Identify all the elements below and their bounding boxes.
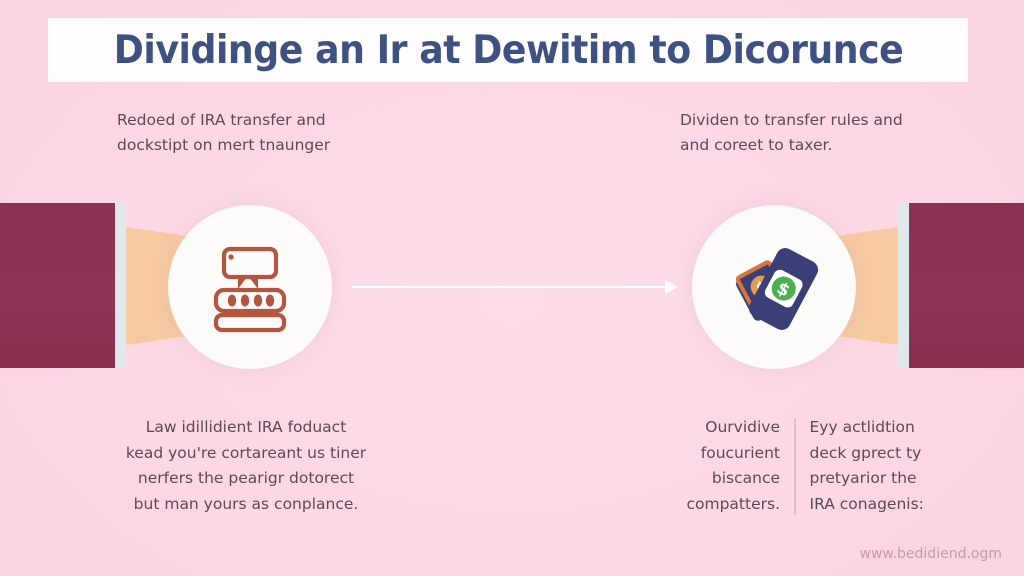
body-text-left: Law idillidient IRA foduact kead you're … (100, 415, 392, 517)
arrow-line (352, 286, 668, 289)
icon-circle-right: $ $ (692, 205, 856, 369)
sleeve-left (0, 203, 115, 368)
body-right-c2-line-3: pretyarior the (809, 469, 917, 487)
body-right-c1-line-2: foucurient (700, 443, 780, 462)
body-left-line-2: kead you're cortareant us tiner (125, 443, 367, 462)
body-right-c1-line-3: biscance (711, 469, 780, 487)
body-left-line-1: Law idillidient IRA foduact (145, 418, 347, 436)
page-title: Dividinge an Ir at Dewitim to Dicorunce (113, 27, 903, 73)
body-text-right: Ourvidive foucurient biscance compatters… (676, 415, 926, 517)
cuff-left (115, 203, 126, 368)
right-arrow-icon (352, 280, 678, 294)
body-right-column-2: Eyy actlidtion deck gprect ty pretyarior… (796, 415, 924, 517)
column-divider (794, 418, 796, 515)
body-right-c2-line-1: Eyy actlidtion (809, 418, 915, 436)
body-right-column-1: Ourvidive foucurient biscance compatters… (676, 415, 794, 517)
cuff-right (898, 203, 909, 368)
arrow-head (665, 280, 678, 294)
caption-right: Dividen to transfer rules and and coreet… (680, 108, 1000, 158)
caption-left-line-1: Redoed of IRA transfer and (117, 111, 326, 129)
caption-right-line-2: and coreet to taxer. (680, 136, 833, 154)
register-keyboard-icon (213, 246, 287, 333)
body-right-c1-line-1: Ourvidive (705, 418, 780, 436)
body-right-c1-line-4: compatters. (686, 494, 780, 513)
body-left-line-4: but man yours as conplance. (133, 494, 359, 513)
caption-right-line-1: Dividen to transfer rules and (680, 111, 903, 129)
caption-left: Redoed of IRA transfer and dockstipt on … (117, 108, 437, 158)
money-transfer-phones-icon: $ $ (735, 248, 819, 330)
body-left-line-3: nerfers the pearigr dotorect (137, 469, 355, 487)
body-right-c2-line-2: deck gprect ty (809, 443, 922, 462)
body-right-c2-line-4: IRA conagenis: (809, 494, 924, 513)
footer-url: www.bedidiend.ogm (859, 546, 1002, 562)
title-banner: Dividinge an Ir at Dewitim to Dicorunce (48, 18, 968, 82)
sleeve-right (909, 203, 1024, 368)
caption-left-line-2: dockstipt on mert tnaunger (117, 136, 331, 154)
icon-circle-left (168, 205, 332, 369)
